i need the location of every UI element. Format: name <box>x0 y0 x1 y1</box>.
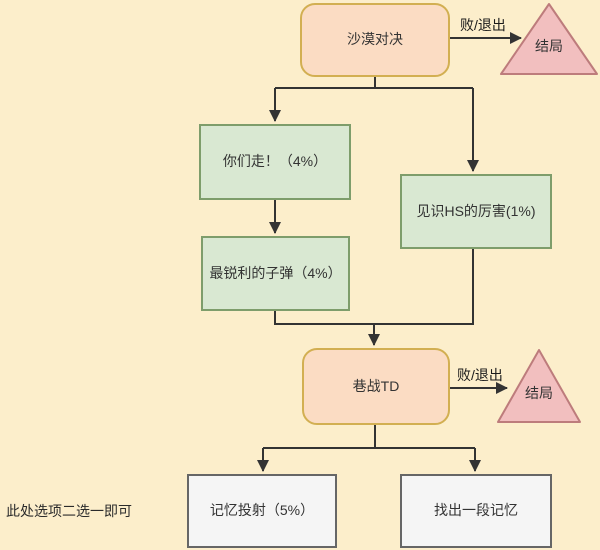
node-you-go: 你们走！（4%） <box>199 124 351 200</box>
node-find-memory: 找出一段记忆 <box>400 474 552 548</box>
node-ending-top: 结局 <box>499 2 599 76</box>
node-memory-projection: 记忆投射（5%） <box>187 474 337 548</box>
node-memory-projection-label: 记忆投射（5%） <box>209 502 315 519</box>
node-ending-top-label: 结局 <box>535 38 563 55</box>
node-alley-battle-label: 巷战TD <box>352 377 400 394</box>
edge-label-desert-fail: 败/退出 <box>460 17 506 33</box>
triangle-shape-bottom <box>497 349 581 423</box>
node-you-go-label: 你们走！（4%） <box>222 153 328 170</box>
node-sharpest-bullet-label: 最锐利的子弹（4%） <box>209 264 342 281</box>
triangle-shape-top <box>500 3 598 75</box>
edge-label-alley-fail: 败/退出 <box>457 367 503 383</box>
node-alley-battle: 巷战TD <box>302 348 450 425</box>
node-desert-duel-label: 沙漠对决 <box>347 31 403 48</box>
node-ending-bottom-label: 结局 <box>525 384 553 401</box>
node-hs-power: 见识HS的厉害(1%) <box>400 174 552 249</box>
node-hs-power-label: 见识HS的厉害(1%) <box>416 202 536 219</box>
choice-note: 此处选项二选一即可 <box>6 503 132 519</box>
node-ending-bottom: 结局 <box>496 348 582 424</box>
node-desert-duel: 沙漠对决 <box>300 3 450 77</box>
node-find-memory-label: 找出一段记忆 <box>434 502 518 519</box>
node-sharpest-bullet: 最锐利的子弹（4%） <box>201 236 350 311</box>
